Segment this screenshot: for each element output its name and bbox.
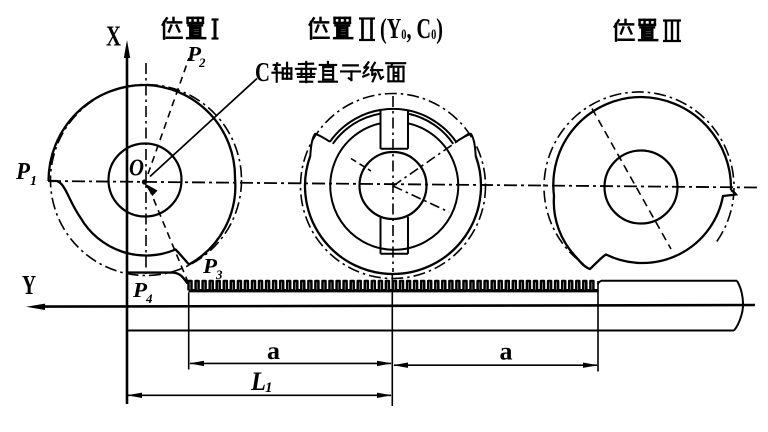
svg-text:a: a <box>500 339 514 366</box>
svg-text:Y: Y <box>22 270 36 300</box>
svg-text:P: P <box>202 254 217 278</box>
svg-text:L: L <box>250 367 266 396</box>
svg-text:1: 1 <box>30 174 37 189</box>
svg-text:P: P <box>186 42 201 66</box>
svg-text:P: P <box>15 159 30 185</box>
svg-text:3: 3 <box>215 267 223 282</box>
svg-text:2: 2 <box>198 55 206 70</box>
svg-text:O: O <box>129 156 144 182</box>
svg-text:4: 4 <box>145 291 153 306</box>
svg-text:C: C <box>255 57 270 87</box>
svg-text:1: 1 <box>265 380 273 396</box>
svg-text:X: X <box>106 22 121 53</box>
svg-text:a: a <box>267 338 281 365</box>
svg-text:P: P <box>132 278 147 302</box>
